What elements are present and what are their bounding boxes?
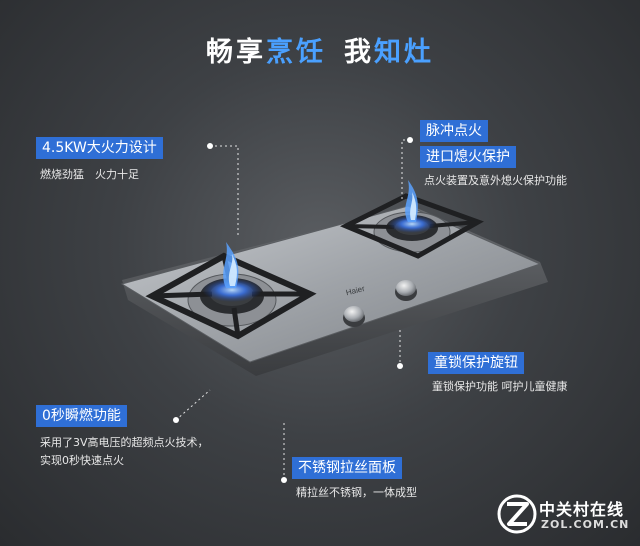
zol-logo-icon	[497, 494, 537, 534]
left-burner	[145, 242, 317, 340]
panel-desc: 精拉丝不锈钢，一体成型	[296, 486, 417, 499]
power-title-badge: 4.5KW大火力设计	[36, 137, 163, 159]
right-knob	[395, 280, 417, 301]
ignition-title2-badge: 进口熄火保护	[420, 146, 516, 168]
zol-watermark: 中关村在线 ZOL.COM.CN	[497, 492, 637, 540]
left-knob	[343, 306, 365, 327]
childlock-title-badge: 童锁保护旋钮	[428, 352, 524, 374]
headline-part4: 知灶	[374, 37, 434, 68]
headline-part3: 我	[344, 37, 374, 68]
panel-title-badge: 不锈钢拉丝面板	[292, 457, 402, 479]
ignition-title1-badge: 脉冲点火	[420, 120, 488, 142]
ignition-desc: 点火装置及意外熄火保护功能	[424, 174, 567, 187]
watermark-cn: 中关村在线	[539, 500, 625, 519]
instant-title-badge: 0秒瞬燃功能	[36, 405, 127, 427]
instant-desc1: 采用了3V高电压的超频点火技术，	[40, 436, 209, 449]
right-burner	[339, 180, 484, 259]
headline-part2: 烹饪	[266, 37, 326, 68]
power-desc: 燃烧劲猛 火力十足	[40, 168, 139, 181]
childlock-desc: 童锁保护功能 呵护儿童健康	[432, 380, 568, 393]
watermark-en: ZOL.COM.CN	[541, 518, 630, 531]
headline-part1: 畅享	[206, 37, 266, 68]
headline: 畅享烹饪我知灶	[0, 30, 640, 69]
instant-desc2: 实现0秒快速点火	[40, 454, 124, 467]
